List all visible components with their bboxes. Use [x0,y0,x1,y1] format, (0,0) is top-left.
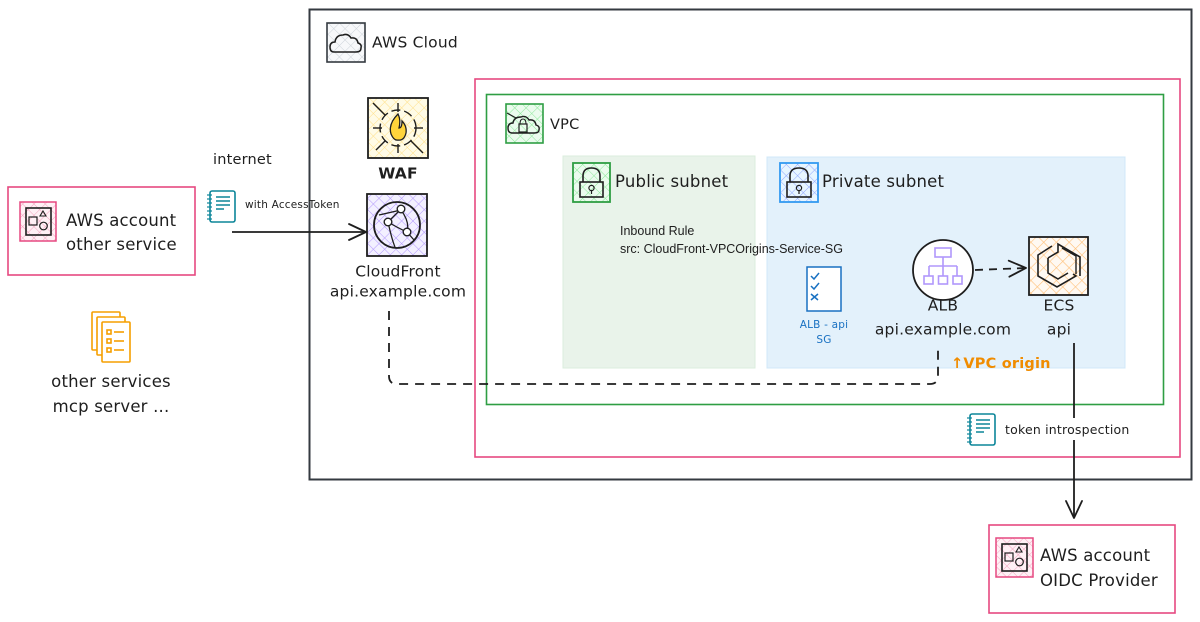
aws-account-icon [19,201,57,242]
cloud-icon [326,22,366,63]
aws-cloud-boundary [308,8,1193,481]
token-introspection-label: token introspection [1005,421,1130,437]
alb-name: ALB [927,296,959,315]
vpc-boundary [485,93,1165,406]
cloudfront-domain: api.example.com [329,282,467,301]
ecs-icon[interactable] [1028,236,1089,296]
private-subnet-label: Private subnet [822,171,945,191]
oidc-account-icon [995,537,1034,578]
vpc-origin-label: ↑VPC origin [951,355,1051,372]
cloudfront-name: CloudFront [355,262,441,281]
firewall-icon [367,97,429,159]
inbound-rule-source: src: CloudFront-VPCOrigins-Service-SG [620,241,843,256]
external-account-title: AWS account [66,210,177,230]
vpc-label: VPC [550,116,580,133]
security-group-sublabel: SG [816,333,832,346]
inbound-rule-title: Inbound Rule [620,223,695,238]
aws-account-boundary [474,78,1181,458]
alb-to-ecs-arrow [974,259,1027,278]
security-group-label: ALB - api [799,318,849,331]
external-account-subtitle: other service [66,234,177,254]
other-services-sublabel: mcp server ... [52,396,170,416]
oidc-account-subtitle: OIDC Provider [1040,570,1158,590]
public-subnet-label: Public subnet [615,171,729,191]
alb-domain: api.example.com [874,320,1012,339]
access-token-label: with AccessToken [245,198,340,211]
oidc-account-title: AWS account [1040,545,1151,565]
documents-icon [91,311,131,363]
token-notepad-icon [967,413,996,446]
cloudfront-globe-icon[interactable] [366,193,428,257]
public-subnet-lock-icon [572,162,611,203]
external-account-box[interactable] [7,186,196,276]
internet-label: internet [213,151,272,168]
ecs-service: api [1046,320,1072,339]
private-subnet-lock-icon [779,162,819,203]
waf-label: WAF [378,164,418,183]
vpc-origin-connector [388,311,939,385]
other-services-label: other services [51,371,171,391]
aws-cloud-label: AWS Cloud [372,33,458,52]
notepad-icon [207,190,236,223]
load-balancer-icon[interactable] [912,239,974,301]
checklist-icon [806,266,842,312]
vpc-cloud-lock-icon [505,103,544,144]
oidc-account-box[interactable] [988,524,1176,614]
ecs-name: ECS [1043,296,1075,315]
